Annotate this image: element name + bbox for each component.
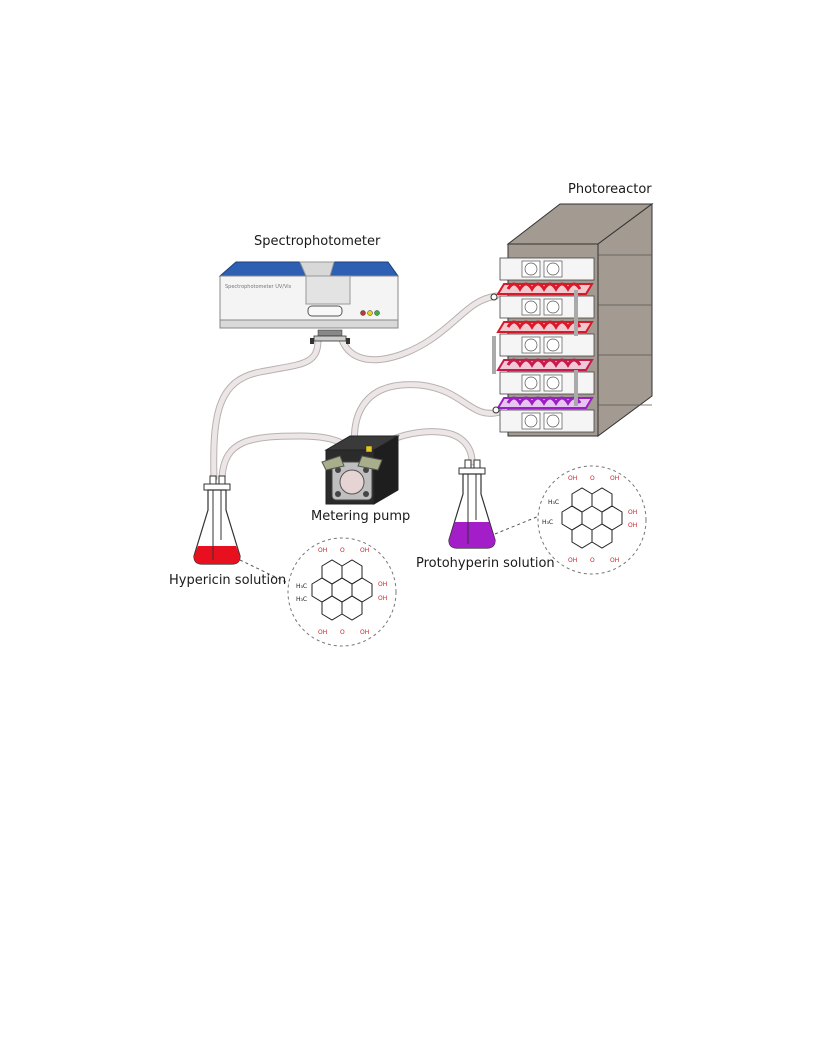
hydroxyl-label: OH (628, 509, 637, 516)
hydroxyl-label: OH (360, 547, 369, 554)
hydroxyl-label: OH (568, 475, 577, 482)
ketone-label: O (590, 557, 595, 564)
flow-cell (313, 335, 347, 342)
hypericin-liquid (194, 546, 240, 564)
metering-pump-label: Metering pump (311, 509, 411, 524)
hydroxyl-label: OH (610, 475, 619, 482)
methyl-label: H₃C (296, 596, 307, 603)
hypericin-flask (193, 475, 241, 565)
hydroxyl-label: OH (610, 557, 619, 564)
reactor-shelves (499, 257, 595, 433)
green-indicator-light (374, 310, 380, 316)
photoreactor (490, 203, 654, 437)
hydroxyl-label: OH (628, 522, 637, 529)
red-indicator-light (360, 310, 366, 316)
hypericin-callout-line (239, 559, 295, 587)
ketone-label: O (340, 629, 345, 636)
spectrophotometer-panel-text: Spectrophotometer UV/Vis (225, 284, 292, 290)
hydroxyl-label: OH (318, 629, 327, 636)
photoreactor-label: Photoreactor (568, 182, 652, 197)
spectrophotometer-label: Spectrophotometer (254, 234, 381, 249)
hydroxyl-label: OH (568, 557, 577, 564)
hypericin-solution-label: Hypericin solution (169, 573, 287, 588)
reactor-coils (496, 282, 594, 409)
yellow-indicator-light (367, 310, 373, 316)
spectrophotometer: Spectrophotometer UV/Vis (218, 261, 399, 344)
hydroxyl-label: OH (378, 581, 387, 588)
hydroxyl-label: OH (360, 629, 369, 636)
hydroxyl-label: OH (318, 547, 327, 554)
protohyperin-liquid (449, 522, 495, 548)
hydroxyl-label: OH (378, 595, 387, 602)
methyl-label: H₃C (296, 583, 307, 590)
tubing (210, 292, 504, 482)
ketone-label: O (590, 475, 595, 482)
protohyperin-structure: OH O OH H₃C OH H₃C OH OH O OH (537, 465, 647, 575)
ketone-label: O (340, 547, 345, 554)
metering-pump (321, 435, 400, 505)
methyl-label: H₃C (542, 519, 553, 526)
protohyperin-flask (448, 459, 496, 549)
protohyperin-callout-line (494, 513, 545, 535)
protohyperin-solution-label: Protohyperin solution (416, 556, 555, 571)
hypericin-structure: OH O OH OH H₃C H₃C OH OH O OH (287, 537, 397, 647)
methyl-label: H₃C (548, 499, 559, 506)
